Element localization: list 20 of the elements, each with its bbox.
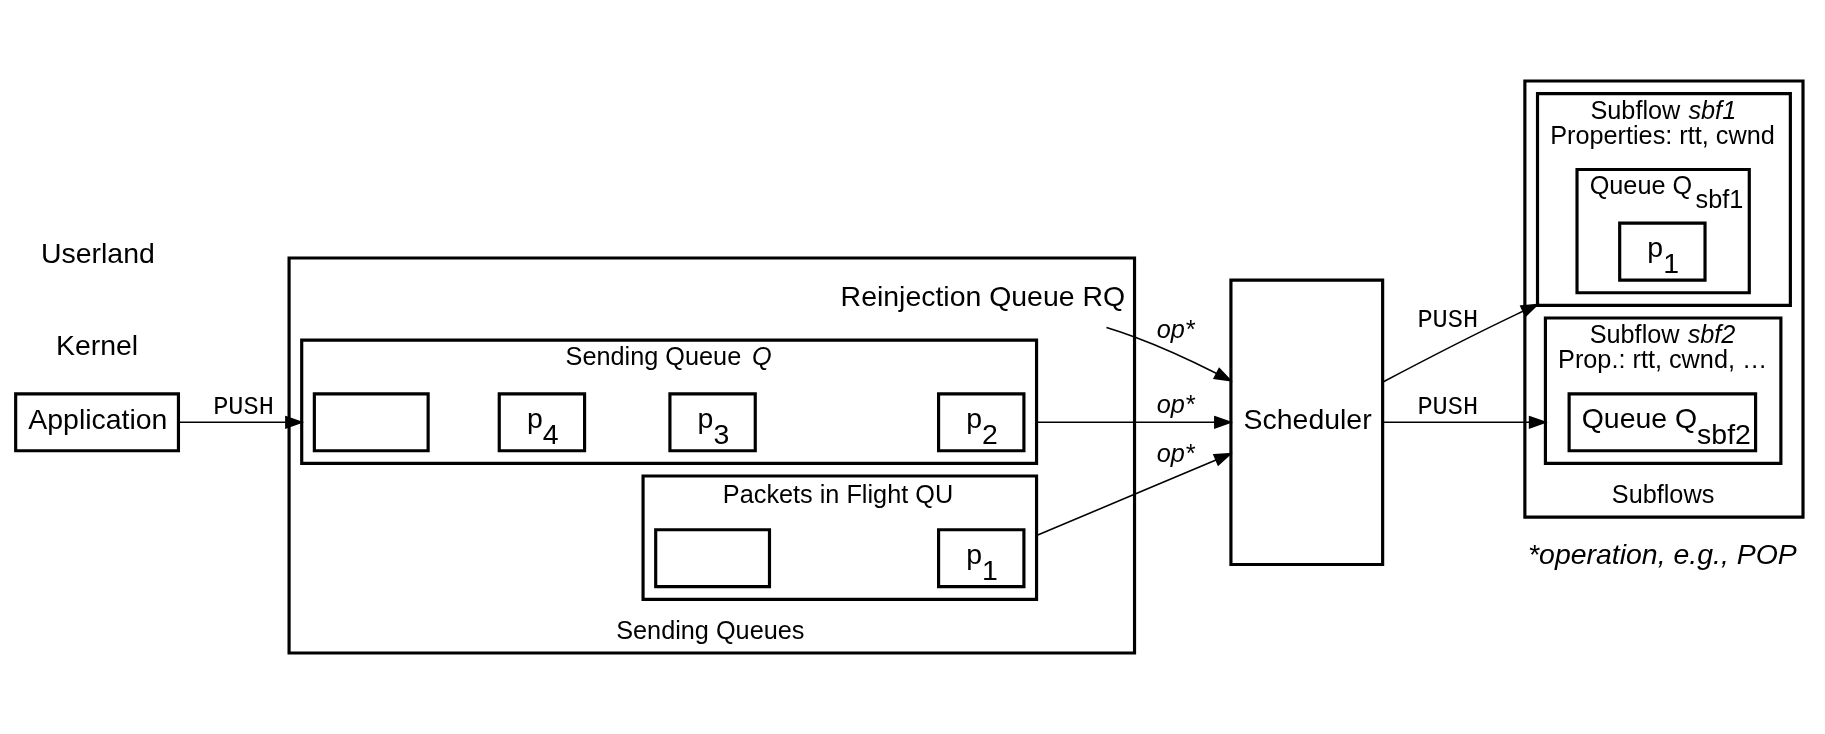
arrow [177, 415, 305, 429]
node-box [312, 392, 430, 453]
label: Userland [40, 237, 155, 270]
edge-label: op* [1156, 315, 1195, 344]
label: *operation, e.g., POP [1528, 537, 1797, 570]
arrow [1381, 415, 1548, 429]
node-box: Scheduler [1229, 278, 1385, 567]
edge-label: op* [1156, 438, 1195, 467]
edge-label: op* [1156, 389, 1195, 418]
arrow [1035, 452, 1233, 537]
arrow [1035, 415, 1234, 429]
node-box [654, 528, 772, 589]
node-text: Reinjection Queue RQ [840, 280, 1126, 312]
edge-label: PUSH [1417, 306, 1479, 336]
arrow [1105, 326, 1233, 382]
edge-label: PUSH [1417, 393, 1479, 423]
edge-label: PUSH [213, 393, 274, 423]
arrow [1382, 303, 1540, 383]
label: Kernel [55, 328, 139, 361]
node-box: Application [14, 392, 181, 453]
